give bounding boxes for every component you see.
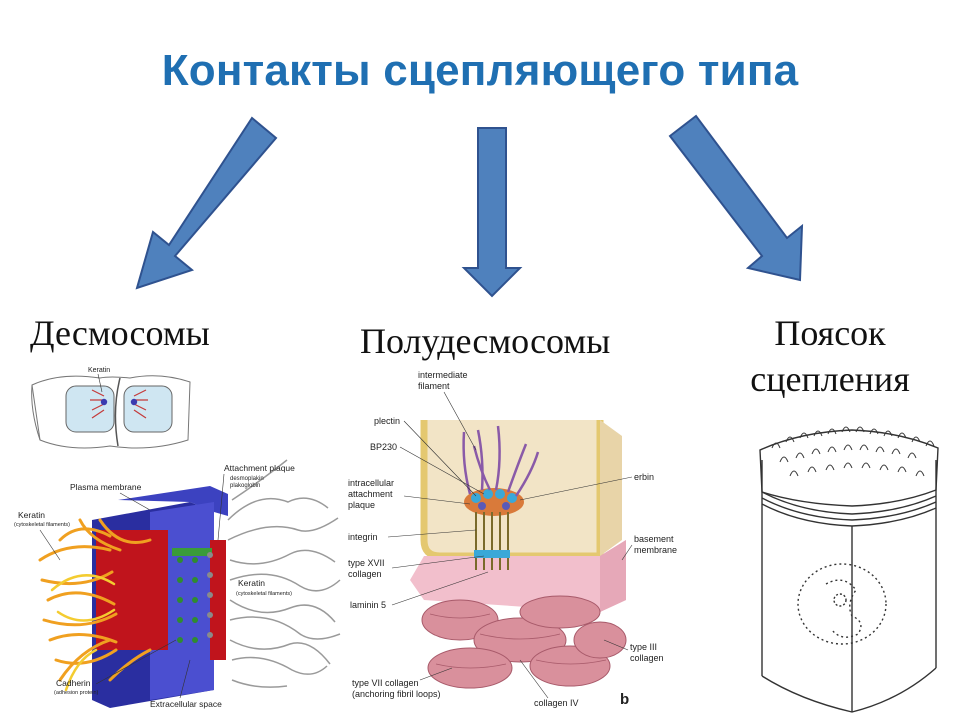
cadherin-label: Cadherin [56, 678, 91, 688]
keratin-left-sub-label: (cytoskeletal filaments) [14, 522, 70, 528]
keratin-right-sub-label: (cytoskeletal filaments) [236, 591, 292, 597]
adhesion-belt-label-line2: сцепления [750, 359, 910, 399]
intracellular-label-1: intracellular [348, 478, 394, 488]
intracellular-label-2: attachment [348, 489, 393, 499]
attachment-plaque-label: Attachment plaque [224, 463, 295, 473]
small-keratin-label: Keratin [88, 367, 110, 374]
laminin-label: laminin 5 [350, 600, 386, 610]
type17-label-1: type XVII [348, 558, 385, 568]
hemidesmosomes-label: Полудесмосомы [360, 321, 611, 361]
intermediate-label-1: intermediate [418, 370, 468, 380]
slide-title: Контакты сцепляющего типа [161, 46, 799, 95]
intermediate-label-2: filament [418, 381, 450, 391]
type7-label-1: type VII collagen [352, 678, 419, 688]
plectin-label: plectin [374, 416, 400, 426]
middle-arrow [461, 127, 523, 298]
desmosome-diagram: Plasma membrane Attachment plaque desmop… [14, 459, 341, 709]
bp230-label: BP230 [370, 442, 397, 452]
left-arrow [135, 116, 278, 290]
right-arrow [668, 114, 804, 282]
erbin-label: erbin [634, 472, 654, 482]
basement-label-2: membrane [634, 545, 677, 555]
cadherin-sub-label: (adhesion protein) [54, 690, 99, 696]
integrin-label: integrin [348, 532, 378, 542]
adhesion-belt-label: Поясок сцепления [720, 310, 940, 402]
hemidesmosome-diagram: intermediate filament plectin BP230 intr… [348, 370, 677, 708]
desmosomes-label: Десмосомы [30, 313, 210, 353]
extracellular-label: Extracellular space [150, 699, 222, 709]
plasma-membrane-label: Plasma membrane [70, 482, 142, 492]
intracellular-label-3: plaque [348, 500, 375, 510]
type17-label-2: collagen [348, 569, 382, 579]
panel-letter-b: b [620, 691, 629, 708]
type3-label-1: type III [630, 642, 657, 652]
keratin-left-label: Keratin [18, 510, 45, 520]
adhesion-belt-sketch [759, 426, 939, 713]
keratin-right-label: Keratin [238, 578, 265, 588]
basement-label-1: basement [634, 534, 674, 544]
plaque-desmoplakin-label: desmoplakin [230, 476, 264, 482]
desmosome-small-sketch: Keratin [31, 367, 191, 449]
adhesion-belt-label-line1: Поясок [774, 313, 886, 353]
type7-label-2: (anchoring fibril loops) [352, 689, 441, 699]
plaque-plakoglobin-label: plakoglobin [230, 483, 260, 489]
type3-label-2: collagen [630, 653, 664, 663]
collagen4-label: collagen IV [534, 698, 579, 708]
